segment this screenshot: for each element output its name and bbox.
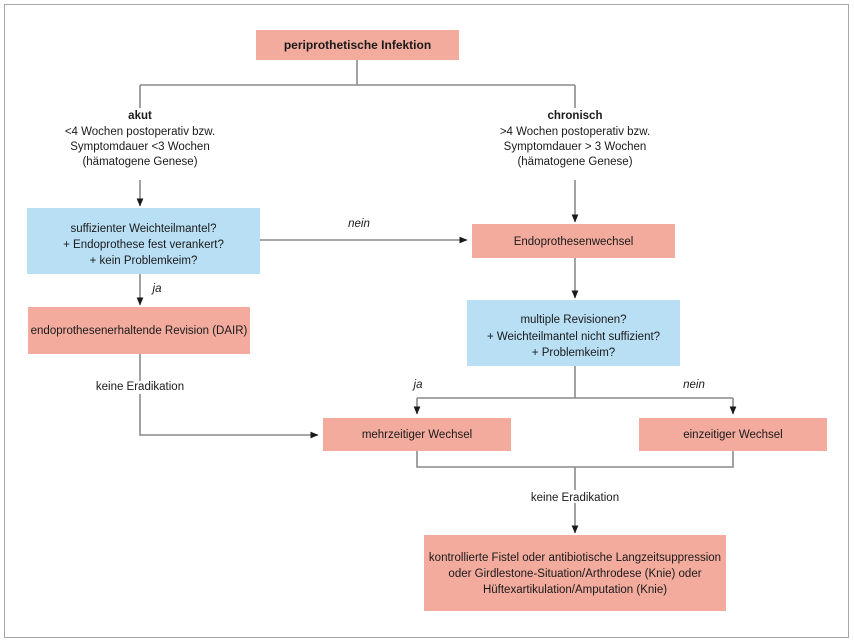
branch-akut-line2: Symptomdauer <3 Wochen [70,141,209,153]
branch-akut: akut <4 Wochen postoperativ bzw. Symptom… [65,110,215,168]
branch-chronisch-line2: Symptomdauer > 3 Wochen [504,141,647,153]
connector-dair-to-mehrzeitig [139,394,319,439]
branch-akut-line3: (hämatogene Genese) [82,156,197,168]
node-decision-weichteilmantel-line1: suffizienter Weichteilmantel? [71,223,217,235]
connectors [136,60,737,534]
branch-akut-line1: <4 Wochen postoperativ bzw. [65,126,215,138]
node-dair-label: endoprothesenerhaltende Revision (DAIR) [31,325,248,337]
edge-label-ja-left: ja [151,283,162,295]
node-decision-weichteilmantel[interactable]: suffizienter Weichteilmantel? + Endoprot… [27,208,260,274]
node-final-outcome-line1: kontrollierte Fistel oder antibiotische … [429,552,721,564]
node-decision-multiple-revisionen-line2: + Weichteilmantel nicht suffizient? [487,331,660,343]
node-einzeitiger-wechsel[interactable]: einzeitiger Wechsel [639,418,827,451]
node-periprothetische-infektion-label: periprothetische Infektion [284,38,431,52]
node-endoprothesenwechsel[interactable]: Endoprothesenwechsel [472,224,675,258]
branch-chronisch-line3: (hämatogene Genese) [517,156,632,168]
edge-label-ja-mid: ja [412,379,423,391]
node-decision-multiple-revisionen-line3: + Problemkeim? [532,347,615,359]
edge-label-nein-mid: nein [683,379,705,391]
branch-akut-heading: akut [128,110,152,122]
node-mehrzeitiger-wechsel[interactable]: mehrzeitiger Wechsel [323,418,511,451]
node-final-outcome-line2: oder Girdlestone-Situation/Arthrodese (K… [448,568,701,580]
node-final-outcome-line3: Hüftexartikulation/Amputation (Knie) [483,584,667,596]
edge-label-keine-eradikation-left: keine Eradikation [96,381,184,393]
node-decision-weichteilmantel-line3: + kein Problemkeim? [90,255,198,267]
branch-chronisch-line1: >4 Wochen postoperativ bzw. [500,126,650,138]
edge-label-nein-top: nein [348,218,370,230]
node-mehrzeitiger-wechsel-label: mehrzeitiger Wechsel [362,429,472,441]
node-periprothetische-infektion[interactable]: periprothetische Infektion [256,30,459,60]
node-einzeitiger-wechsel-label: einzeitiger Wechsel [683,429,783,441]
node-dair[interactable]: endoprothesenerhaltende Revision (DAIR) [28,307,250,354]
edge-label-keine-eradikation-bottom: keine Eradikation [531,492,619,504]
branch-chronisch-heading: chronisch [548,110,603,122]
connector-wechsel-merge [416,451,734,468]
branch-chronisch: chronisch >4 Wochen postoperativ bzw. Sy… [500,110,650,168]
node-decision-multiple-revisionen[interactable]: multiple Revisionen? + Weichteilmantel n… [467,300,680,366]
node-final-outcome[interactable]: kontrollierte Fistel oder antibiotische … [424,535,726,611]
node-endoprothesenwechsel-label: Endoprothesenwechsel [514,236,634,248]
node-decision-weichteilmantel-line2: + Endoprothese fest verankert? [63,239,224,251]
node-decision-multiple-revisionen-line1: multiple Revisionen? [520,314,626,326]
